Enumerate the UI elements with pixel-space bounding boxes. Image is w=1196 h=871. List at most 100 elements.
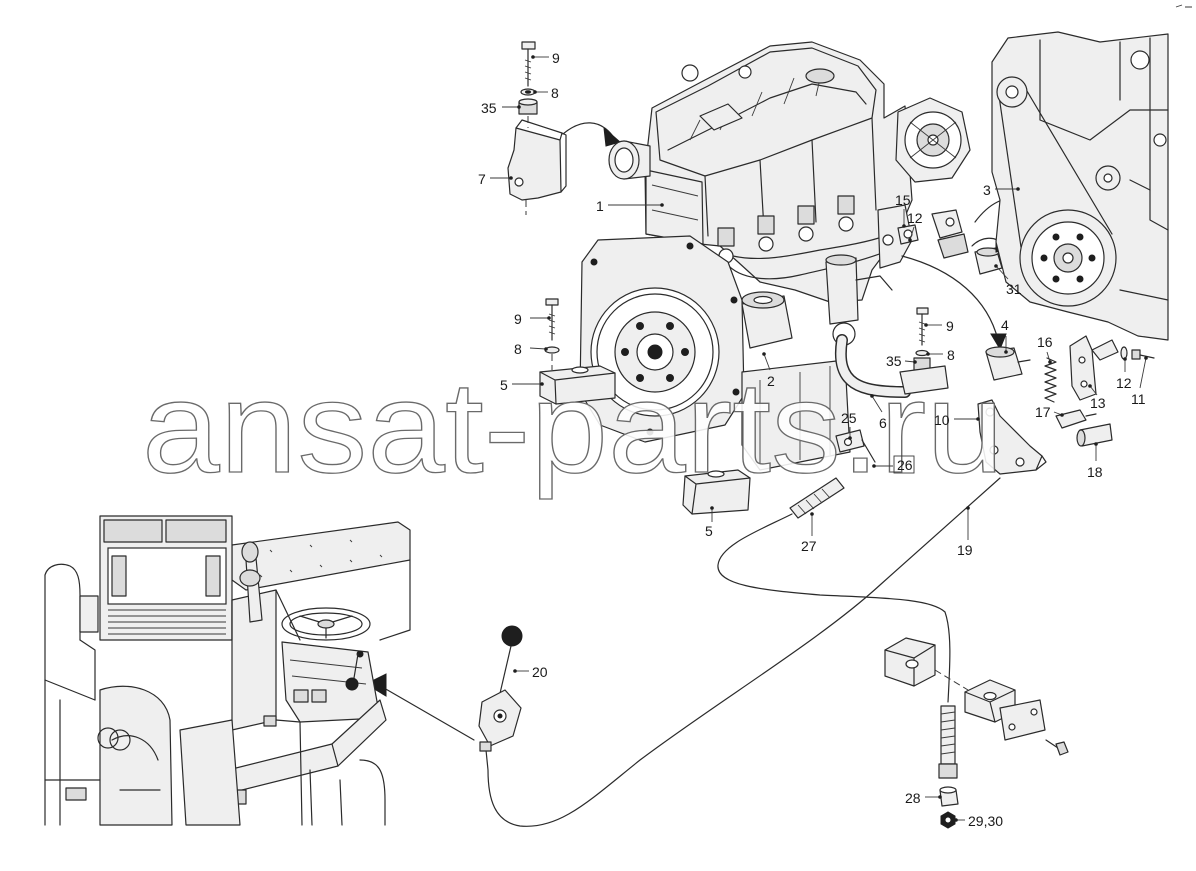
engine-mount-front	[682, 469, 751, 515]
callout-label: 6	[879, 415, 887, 431]
callout-label: 35	[886, 353, 902, 369]
flow-arrow-bracket-to-engine	[562, 122, 622, 147]
callout-label: 27	[801, 538, 817, 554]
callout-3-belt-side: 3	[983, 182, 1020, 198]
callout-label: 29,30	[968, 813, 1003, 829]
callout-9-mount-bolt: 9	[514, 311, 551, 327]
threaded-cable-end	[938, 705, 958, 779]
callout-label: 25	[841, 410, 857, 426]
callout-label: 10	[934, 412, 950, 428]
callout-31-bracket: 31	[994, 264, 1022, 297]
cable-bracket-10	[977, 399, 1047, 475]
alternator-pulley	[996, 76, 1028, 108]
callout-10-cable-bracket: 10	[934, 412, 980, 428]
callout-label: 9	[552, 50, 560, 66]
pin-18	[1076, 423, 1113, 447]
callout-label: 8	[514, 341, 522, 357]
callout-8-bracket-washer: 8	[533, 85, 559, 101]
oil-filter	[741, 291, 793, 349]
nut-29-30	[940, 811, 956, 829]
callout-5-mount-left: 5	[500, 377, 544, 393]
callout-label: 8	[551, 85, 559, 101]
callout-8-washer-right: 8	[926, 347, 955, 363]
belt-tensioner	[1095, 165, 1121, 191]
callout-1-engine: 1	[596, 198, 664, 214]
callout-12-fitting-washer: 12	[907, 210, 923, 242]
callout-16-spring: 16	[1037, 334, 1053, 364]
engine-block	[608, 41, 913, 303]
callout-4-solenoid: 4	[1001, 317, 1009, 354]
callout-7-bracket: 7	[478, 171, 513, 187]
assembly-line-clamp	[934, 669, 969, 691]
callout-label: 9	[514, 311, 522, 327]
engine-mount-left	[539, 365, 616, 405]
callout-label: 9	[946, 318, 954, 334]
coolant-hose	[834, 334, 911, 398]
clevis-17	[1055, 409, 1097, 429]
throttle-cable-19	[485, 477, 1001, 827]
engine-mounting-bracket-7	[507, 41, 567, 215]
drive-belt	[998, 85, 1113, 255]
callout-label: 28	[905, 790, 921, 806]
clamp-plate	[999, 699, 1046, 741]
cable-sleeve-27	[789, 477, 845, 519]
callout-label: 12	[1116, 375, 1132, 391]
callout-20-throttle-lever: 20	[513, 664, 548, 680]
callout-13-lever-bracket: 13	[1088, 384, 1106, 411]
callout-label: 18	[1087, 464, 1103, 480]
callout-label: 12	[907, 210, 923, 226]
callout-28-nut: 28	[905, 790, 942, 806]
callout-5-mount-front: 5	[705, 506, 714, 539]
mount-bolt-9-washer-8	[544, 298, 560, 370]
callout-8-mount-washer: 8	[514, 341, 548, 357]
stop-cable-end-26	[835, 429, 876, 463]
alternator	[895, 97, 971, 183]
callout-label: 26	[897, 457, 913, 473]
callout-35-spacer-right: 35	[886, 353, 917, 369]
flywheel	[590, 287, 720, 417]
bolt-11-washer-12	[1120, 346, 1155, 360]
callout-label: 5	[705, 523, 713, 539]
mount-bolt-9-washer-8-spacer-35-right	[899, 307, 949, 395]
callout-17-clevis: 17	[1035, 404, 1064, 420]
svg-text:ansat-parts.ru: ansat-parts.ru	[142, 354, 1004, 500]
callout-29-30-nut: 29,30	[954, 813, 1003, 829]
callout-label: 2	[767, 373, 775, 389]
operator-cab	[44, 515, 411, 826]
callout-27-cable-sleeve: 27	[801, 512, 817, 554]
return-spring	[1044, 357, 1057, 403]
cable-clamp-block	[884, 637, 936, 687]
callout-6-hose: 6	[870, 394, 887, 431]
callout-9-bracket-bolt: 9	[531, 50, 560, 66]
callout-label: 7	[478, 171, 486, 187]
stop-solenoid	[985, 346, 1031, 381]
callout-18-pin: 18	[1087, 442, 1103, 480]
callout-2-oil-filter: 2	[762, 352, 775, 389]
callout-label: 17	[1035, 404, 1051, 420]
callout-9-mount-bolt-right: 9	[924, 318, 954, 334]
hand-throttle-lever-20	[478, 625, 523, 752]
callout-label: 4	[1001, 317, 1009, 333]
callout-25: 25	[841, 410, 857, 440]
callout-11-bolt: 11	[1131, 356, 1148, 407]
callout-label: 19	[957, 542, 973, 558]
callout-label: 5	[500, 377, 508, 393]
callout-label: 31	[1006, 281, 1022, 297]
watermark: ansat-parts.ru	[141, 353, 1004, 500]
callout-label: 13	[1090, 395, 1106, 411]
callout-label: 16	[1037, 334, 1053, 350]
callout-label: 35	[481, 100, 497, 116]
callout-label: 3	[983, 182, 991, 198]
corner-mark	[1175, 4, 1192, 8]
lever-bracket-13	[1069, 335, 1119, 401]
callout-12-washer: 12	[1116, 357, 1132, 391]
stop-cable-27	[717, 513, 951, 703]
callout-label: 11	[1131, 391, 1146, 407]
crankshaft-pulley	[1019, 209, 1117, 307]
callout-label: 15	[895, 192, 911, 208]
callout-label: 8	[947, 347, 955, 363]
callout-15-fitting: 15	[895, 192, 911, 228]
callout-19-throttle-cable: 19	[957, 506, 973, 558]
flow-arrow-to-solenoid	[901, 255, 1007, 351]
